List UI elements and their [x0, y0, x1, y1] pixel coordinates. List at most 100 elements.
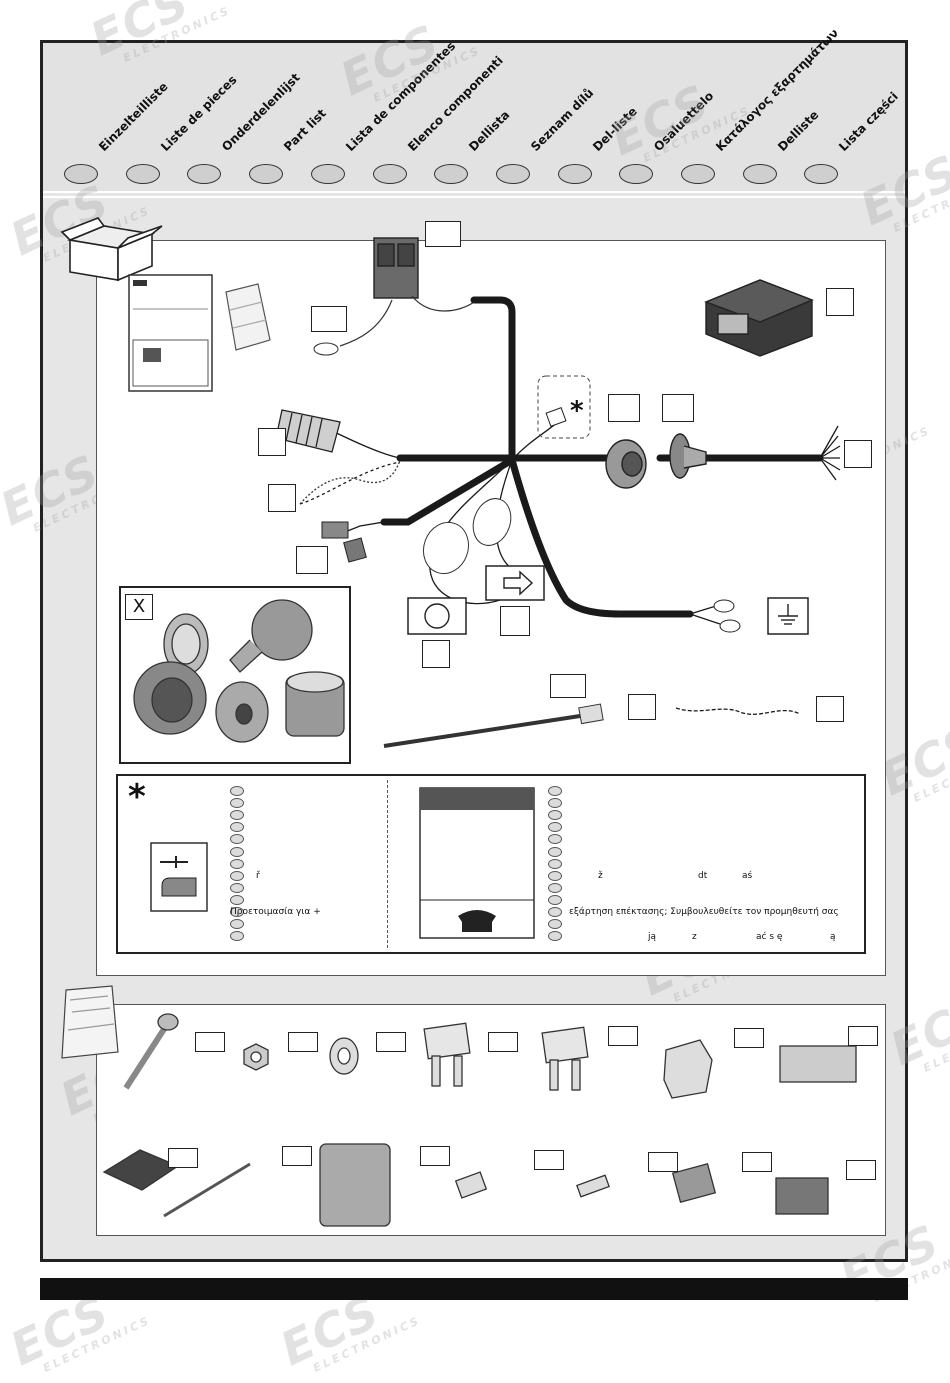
language-bullet: [548, 810, 562, 821]
telephone-body: [462, 922, 492, 932]
language-bullet: [230, 894, 244, 905]
language-checkbox[interactable]: [619, 164, 654, 184]
language-bullet: [230, 858, 244, 869]
language-bullet: [230, 919, 244, 930]
dealer-pictogram-header: [420, 788, 534, 810]
info-right-line-7: ać s ę: [756, 932, 783, 942]
part-number-box: [425, 221, 461, 247]
part-number-box: [500, 606, 530, 636]
lamp-circle-icon: [424, 603, 450, 629]
language-bullet: [230, 786, 244, 796]
part-number-box: [420, 1146, 450, 1166]
plug-13pin: [285, 671, 345, 737]
language-bullet: [230, 907, 244, 917]
lamp-ring-1: [422, 521, 470, 575]
info-right-line-2: dt: [698, 871, 708, 881]
manual-icon: [128, 274, 213, 392]
language-bullet: [548, 931, 562, 942]
language-bullet: [548, 907, 562, 917]
ring-terminal-1: [713, 599, 735, 613]
language-checkbox[interactable]: [804, 164, 839, 184]
cable-tie-head: [578, 703, 604, 725]
language-bullet: [230, 834, 244, 845]
language-bullet: [548, 858, 562, 869]
language-checkbox[interactable]: [249, 164, 284, 184]
part-number-box: [311, 306, 347, 332]
variant-label: X: [125, 594, 153, 620]
footer-bar: [40, 1278, 908, 1300]
ground-icon: [778, 604, 798, 625]
part-number-box: [288, 1032, 318, 1052]
part-number-box: [608, 1026, 638, 1046]
part-number-box: [258, 428, 286, 456]
part-number-box: [816, 696, 844, 722]
small-parts-row2: [102, 1143, 829, 1227]
part-number-box: [648, 1152, 678, 1172]
language-bullet: [548, 786, 562, 796]
info-right-line-8: ą: [830, 932, 836, 942]
part-number-box: [376, 1032, 406, 1052]
lamp-ring-2: [472, 498, 512, 546]
part-number-box: [826, 288, 854, 316]
info-right-line-5: ją: [648, 932, 657, 942]
language-bullet: [230, 882, 244, 893]
cable-tie: [383, 714, 581, 748]
language-checkbox[interactable]: [187, 164, 222, 184]
info-right-line-1: ž: [598, 871, 603, 881]
part-number-box: [282, 1146, 312, 1166]
relay-dashed-box: [537, 375, 591, 439]
plug-connector-1: [321, 521, 349, 539]
telephone-icon: [458, 910, 496, 922]
language-checkbox[interactable]: [434, 164, 469, 184]
relay-icon: [545, 407, 567, 427]
bag-icon: [61, 985, 119, 1059]
part-number-box: [550, 674, 586, 698]
language-checkbox[interactable]: [64, 164, 98, 184]
info-right-line-3: aś: [742, 871, 753, 881]
language-bullet: [230, 931, 244, 942]
part-number-box: [488, 1032, 518, 1052]
control-module: [704, 279, 814, 357]
part-number-box: [534, 1150, 564, 1170]
grommet-1: [605, 439, 647, 489]
info-left-line-2: Προετοιμασία για +: [230, 907, 321, 917]
language-bullet: [230, 798, 244, 809]
language-checkbox[interactable]: [742, 164, 777, 184]
part-number-box: [662, 394, 694, 422]
part-number-box: [848, 1026, 878, 1046]
part-number-box: [734, 1028, 764, 1048]
language-checkbox[interactable]: [372, 164, 407, 184]
asterisk-mark: *: [128, 777, 146, 817]
language-checkbox[interactable]: [557, 164, 592, 184]
language-checkbox[interactable]: [310, 164, 345, 184]
main-harness: [380, 296, 824, 618]
rubber-boot: [229, 599, 313, 673]
part-number-box: [422, 640, 450, 668]
indicator-arrow-box: [485, 565, 545, 601]
trailer-icon: [161, 877, 197, 897]
language-bullet: [548, 822, 562, 833]
language-checkbox[interactable]: [681, 164, 715, 184]
connector-block: [373, 237, 419, 299]
harness-drawing: [60, 217, 857, 1227]
twisted-wire: [299, 459, 401, 505]
language-bullet: [230, 846, 244, 857]
language-checkbox[interactable]: [125, 164, 160, 184]
language-bullet: [548, 870, 562, 881]
part-number-box: [268, 484, 296, 512]
plastic-bag-icon: [225, 283, 271, 351]
thin-wires: [299, 419, 841, 715]
language-checkbox[interactable]: [495, 164, 530, 184]
arrow-icon: [503, 570, 534, 596]
language-bullet: [230, 810, 244, 821]
language-bullet: [230, 870, 244, 881]
left-multi-connector: [275, 409, 341, 453]
info-right-line-6: z: [692, 932, 697, 942]
plug-connector-2: [343, 537, 367, 563]
part-number-box: [628, 694, 656, 720]
small-parts-row1: [123, 1013, 857, 1099]
part-number-box: [168, 1148, 198, 1168]
language-bullet: [548, 882, 562, 893]
language-bullet: [548, 834, 562, 845]
header-separator: [43, 191, 905, 193]
